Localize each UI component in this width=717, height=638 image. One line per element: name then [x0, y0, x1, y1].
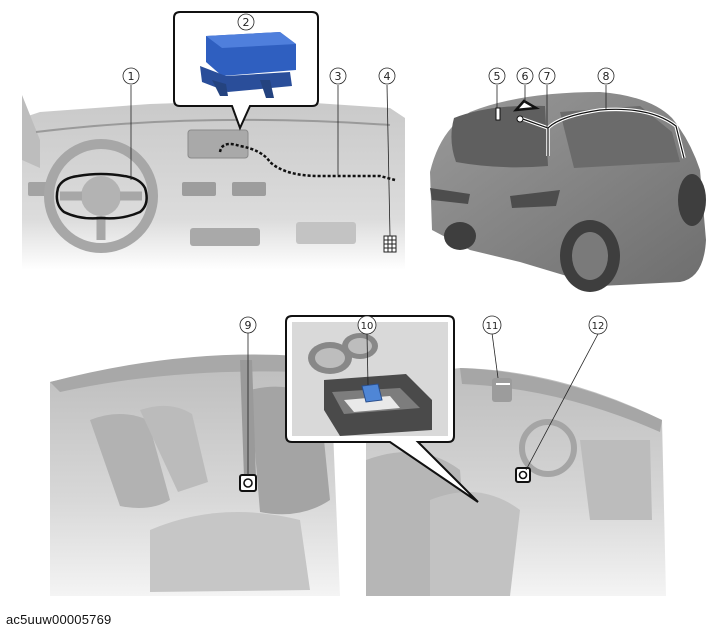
callout-8: 8 — [597, 67, 615, 85]
callout-labels: 1 2 3 4 5 6 7 8 — [122, 13, 615, 335]
callout-6: 6 — [516, 67, 534, 85]
callout-1: 1 — [122, 67, 140, 85]
svg-text:1: 1 — [128, 70, 135, 83]
svg-text:8: 8 — [603, 70, 610, 83]
svg-text:4: 4 — [384, 70, 391, 83]
callout-11: 11 — [482, 315, 502, 335]
callout-5: 5 — [488, 67, 506, 85]
sensor-12 — [515, 467, 531, 483]
svg-text:6: 6 — [522, 70, 529, 83]
svg-text:5: 5 — [494, 70, 501, 83]
svg-text:12: 12 — [592, 321, 605, 332]
interior-left-illustration — [50, 354, 340, 596]
svg-text:10: 10 — [361, 321, 374, 332]
svg-text:7: 7 — [544, 70, 551, 83]
svg-text:9: 9 — [245, 319, 252, 332]
dashboard-illustration — [22, 95, 405, 270]
figure-code: ac5uuw00005769 — [6, 612, 112, 627]
control-module-2 — [200, 32, 296, 98]
callout-7: 7 — [538, 67, 556, 85]
callout-9: 9 — [239, 316, 257, 334]
vehicle-exterior-illustration — [430, 92, 706, 292]
module-zoom-box — [173, 11, 319, 131]
callout-3: 3 — [329, 67, 347, 85]
callout-lines — [130, 84, 607, 475]
callout-2: 2 — [237, 13, 255, 31]
callout-12: 12 — [588, 315, 608, 335]
console-zoom-box — [285, 315, 479, 503]
callout-4: 4 — [378, 67, 396, 85]
checkered-component-4 — [383, 235, 397, 253]
svg-text:11: 11 — [486, 321, 499, 332]
usb-connector-10 — [361, 383, 383, 403]
sensor-9 — [239, 474, 257, 492]
svg-text:2: 2 — [243, 16, 250, 29]
callout-10: 10 — [357, 315, 377, 335]
svg-text:3: 3 — [335, 70, 342, 83]
